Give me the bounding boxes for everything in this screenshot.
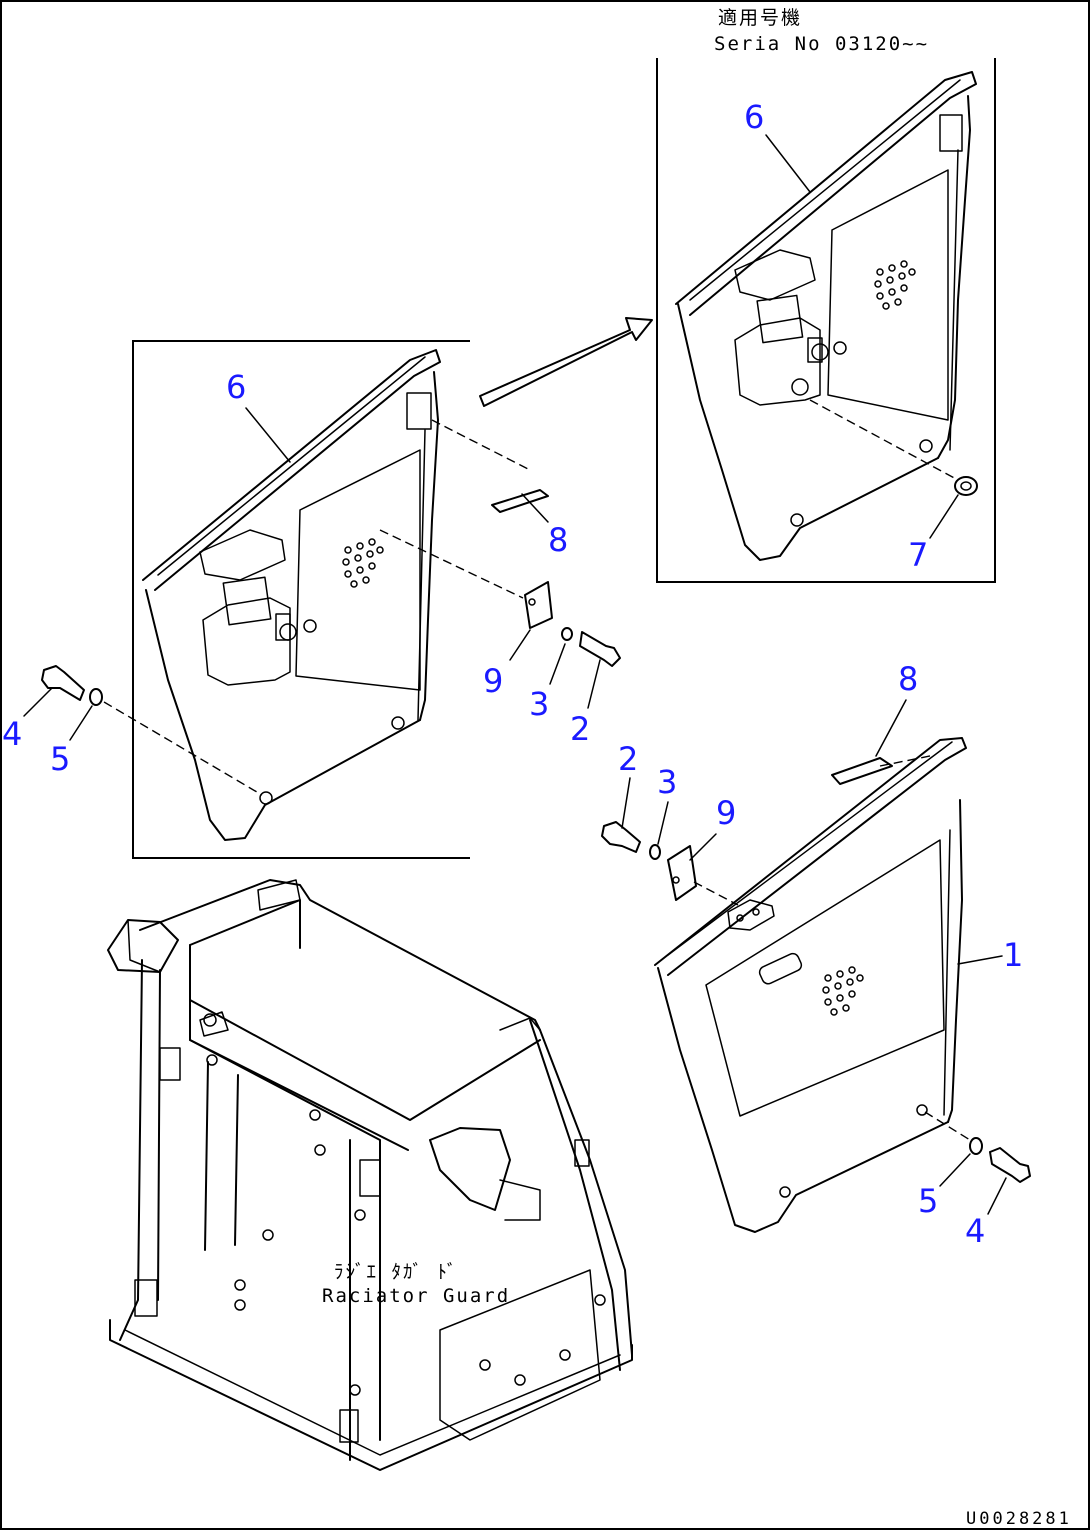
callout-3-main: 3	[657, 763, 677, 801]
part-9-plate-lower	[379, 529, 553, 629]
leader-9-main	[689, 833, 717, 861]
part-2-bolt-lower	[579, 631, 621, 667]
part-1-cover-panel	[654, 737, 967, 1233]
serial-number-label: Seria No 03120~~	[714, 33, 929, 55]
leader-2-main	[621, 777, 631, 829]
callout-5-main: 5	[918, 1182, 938, 1220]
leader-9-lower	[509, 629, 531, 661]
part-9-plate-main	[667, 845, 739, 906]
leader-4-lower	[23, 687, 53, 717]
inset-lower-vent-holes	[342, 538, 384, 588]
callout-8-lower: 8	[548, 521, 568, 559]
callout-2-main: 2	[618, 740, 638, 778]
inset-upper-vent-holes	[874, 260, 916, 310]
inset-upper-frame	[656, 58, 996, 583]
radiator-guard-label-jp: ﾗｼﾞｴ ﾀｶﾞ ﾄﾞ	[334, 1261, 458, 1283]
inset-lower-cover-panel	[142, 349, 441, 841]
callout-2-lower: 2	[570, 710, 590, 748]
leader-8-main	[875, 699, 907, 757]
leader-4-main	[987, 1177, 1007, 1215]
part-3-washer-main	[649, 844, 661, 860]
inset-lower-frame	[132, 340, 470, 859]
callout-9-lower: 9	[483, 662, 503, 700]
leader-1	[957, 955, 1003, 965]
change-arrow	[479, 317, 653, 407]
callout-4-main: 4	[965, 1212, 985, 1250]
leader-7	[929, 494, 959, 539]
callout-5-lower: 5	[50, 740, 70, 778]
inset-upper-cover-panel	[675, 71, 977, 561]
part-8-strip-lower	[431, 419, 549, 513]
drawing-code: U0028281	[966, 1509, 1072, 1529]
part-5-washer-lower-left	[89, 688, 263, 796]
leader-5-lower	[69, 705, 93, 741]
part-3-washer-lower	[561, 627, 573, 641]
leader-8-lower	[521, 493, 549, 523]
part-1-vent-holes	[822, 966, 864, 1016]
part-5-washer-main	[924, 1111, 983, 1155]
leader-5-main	[939, 1153, 971, 1187]
callout-9-main: 9	[716, 794, 736, 832]
callout-6-upper: 6	[744, 98, 764, 136]
callout-6-lower: 6	[226, 368, 246, 406]
callout-3-lower: 3	[529, 685, 549, 723]
part-2-bolt-main	[601, 821, 641, 853]
leader-6-lower	[245, 407, 291, 463]
callout-8-main: 8	[898, 660, 918, 698]
part-4-bolt-lower-left	[41, 665, 85, 701]
part-7-grommet	[809, 399, 978, 496]
leader-3-lower	[549, 643, 566, 685]
radiator-guard-frame	[107, 879, 633, 1471]
callout-1: 1	[1003, 936, 1023, 974]
leader-3-main	[657, 801, 669, 845]
leader-2-lower	[587, 659, 601, 709]
callout-4-lower: 4	[2, 715, 22, 753]
part-8-strip-main	[831, 754, 936, 785]
serial-label-jp: 適用号機	[718, 7, 802, 29]
leader-6-upper	[765, 134, 811, 193]
part-4-bolt-main	[989, 1147, 1031, 1183]
radiator-guard-label-en: Raciator Guard	[322, 1285, 510, 1307]
callout-7: 7	[908, 536, 928, 574]
